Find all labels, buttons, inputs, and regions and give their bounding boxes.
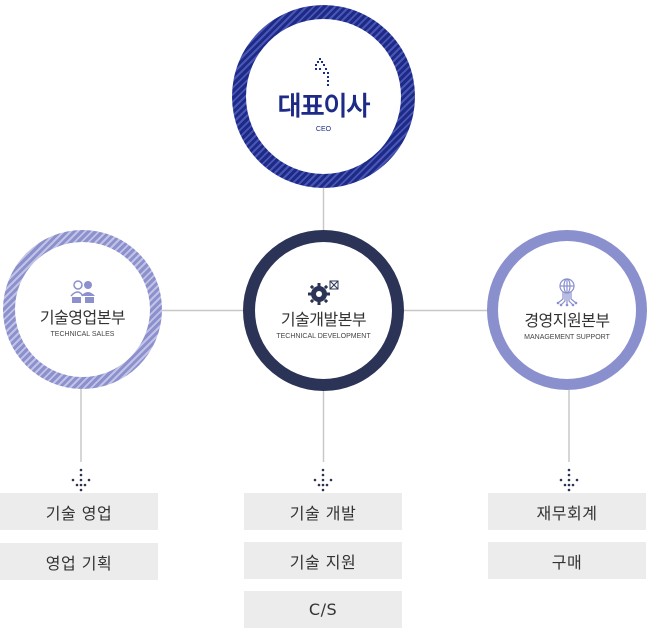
- dept-box-sales-planning: 영업 기획: [0, 543, 158, 580]
- dotted-arrow-down-icon: [71, 468, 91, 492]
- logo-mark-icon: [314, 58, 329, 86]
- ceo-subtitle: CEO: [315, 126, 332, 133]
- division-node-dev: 기술개발본부 TECHNICAL DEVELOPMENT: [243, 230, 404, 391]
- ceo-node: 대표이사 CEO: [232, 5, 415, 188]
- dotted-arrow-down-icon: [559, 468, 579, 492]
- division-subtitle-sales: TECHNICAL SALES: [50, 330, 115, 338]
- division-title-dev: 기술개발본부: [280, 309, 367, 329]
- dept-box-tech-sales: 기술 영업: [0, 493, 158, 530]
- division-node-sales-inner: 기술영업본부 TECHNICAL SALES: [15, 242, 150, 377]
- division-title-sales: 기술영업본부: [39, 307, 126, 327]
- division-title-mgmt: 경영지원본부: [524, 311, 610, 330]
- gear-icon: [307, 280, 338, 305]
- ceo-node-inner: 대표이사 CEO: [246, 19, 401, 174]
- circuit-globe-icon: [556, 278, 578, 307]
- dept-box-finance: 재무회계: [488, 493, 646, 530]
- dotted-arrow-down-icon: [313, 468, 333, 492]
- division-subtitle-mgmt: MANAGEMENT SUPPORT: [524, 334, 610, 341]
- division-subtitle-dev: TECHNICAL DEVELOPMENT: [276, 332, 371, 340]
- dept-box-cs: C/S: [244, 591, 402, 628]
- dept-box-tech-dev: 기술 개발: [244, 493, 402, 530]
- division-node-mgmt: 경영지원본부 MANAGEMENT SUPPORT: [487, 230, 647, 390]
- people-icon: [69, 279, 95, 303]
- dept-box-tech-support: 기술 지원: [244, 542, 402, 579]
- division-node-dev-inner: 기술개발본부 TECHNICAL DEVELOPMENT: [255, 242, 392, 379]
- ceo-title: 대표이사: [277, 92, 371, 122]
- division-node-mgmt-inner: 경영지원본부 MANAGEMENT SUPPORT: [498, 241, 636, 379]
- dept-box-purchasing: 구매: [488, 542, 646, 579]
- division-node-sales: 기술영업본부 TECHNICAL SALES: [3, 230, 162, 389]
